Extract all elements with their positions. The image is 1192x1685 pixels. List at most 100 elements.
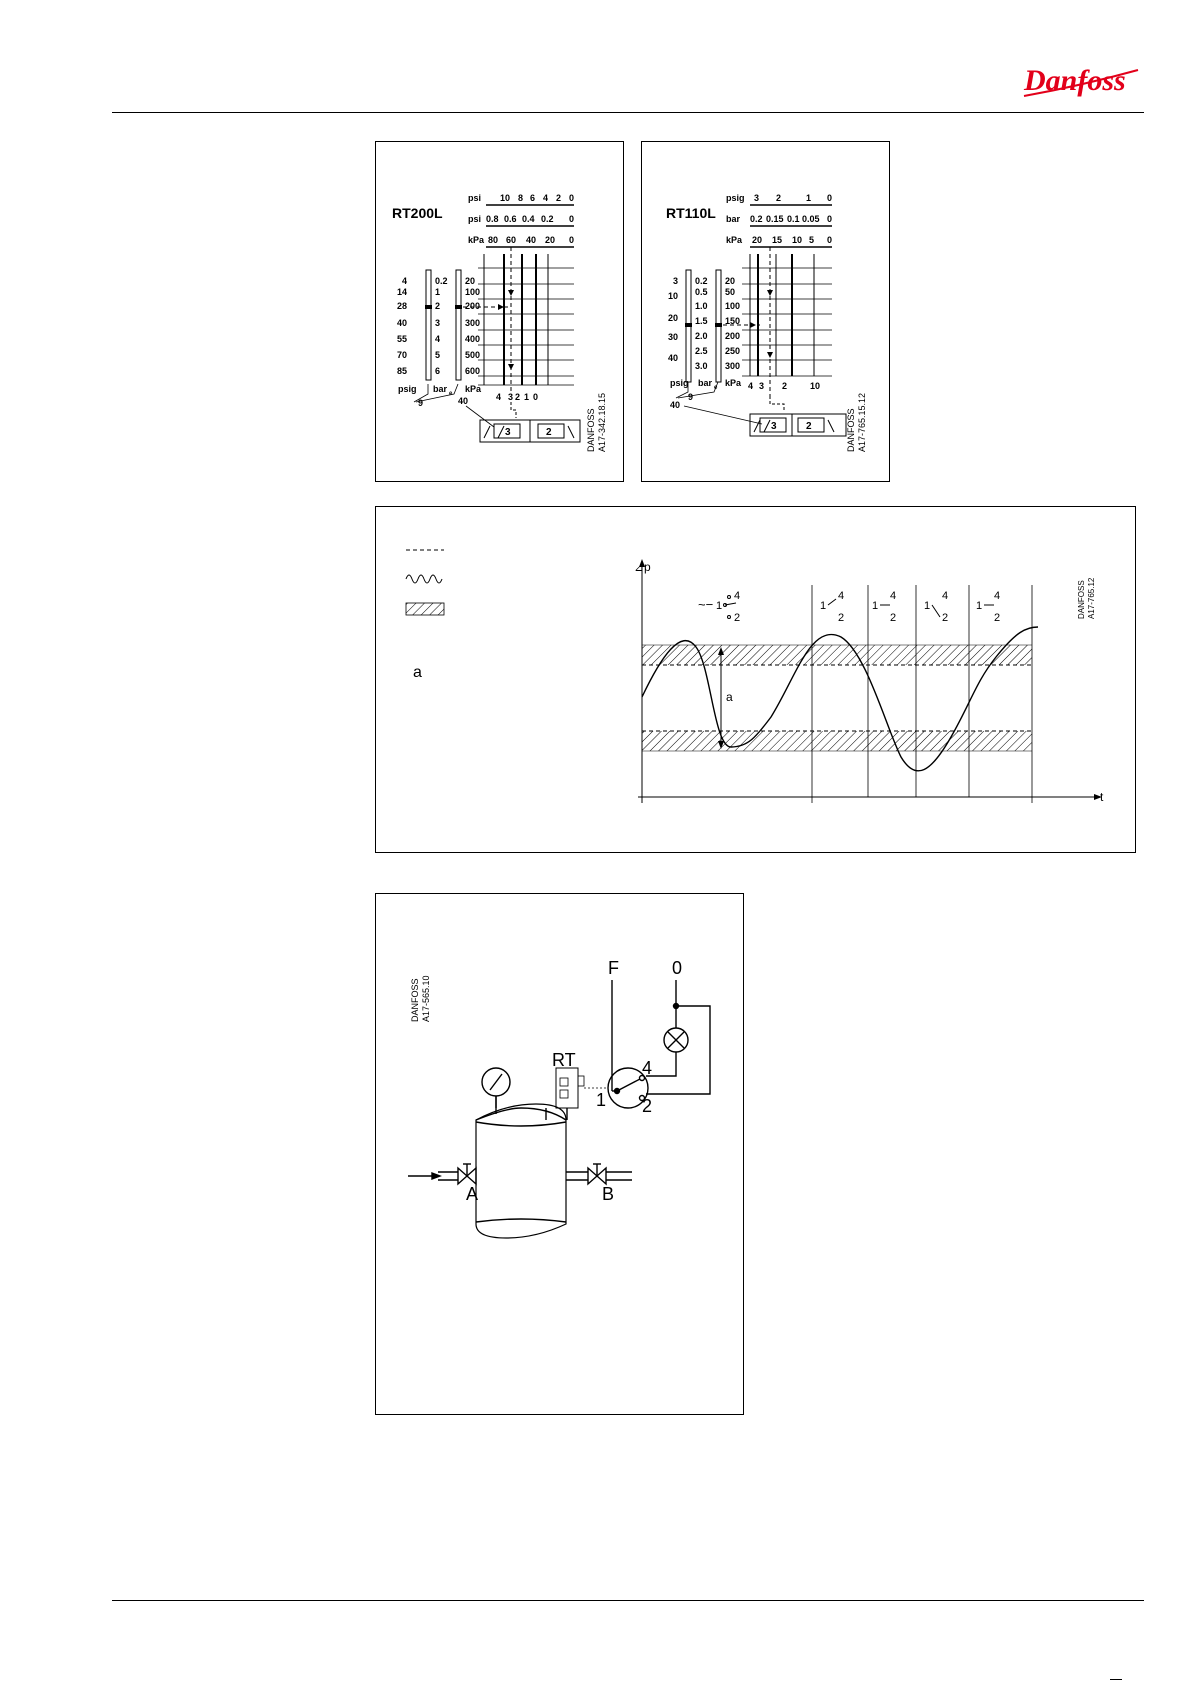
label-0: 0 xyxy=(672,958,682,978)
psi2-tick: 0.6 xyxy=(504,214,517,224)
psig-value: 40 xyxy=(668,353,678,363)
figure-rt200l: RT200L psi 10 8 6 4 2 0 psi 0.8 0.6 0.4 … xyxy=(375,141,624,482)
kpa-value: 150 xyxy=(725,316,740,326)
bar-value: 0.2 xyxy=(435,276,448,286)
bar-label: bar xyxy=(726,214,741,224)
bottom-number: 10 xyxy=(810,381,820,391)
psig-value: 40 xyxy=(397,318,407,328)
psig-value: 30 xyxy=(668,332,678,342)
figure-differential: a ⊿p t a ~− 1 4 2 1 4 2 1 4 2 xyxy=(375,506,1136,853)
differential-diagram: a ⊿p t a ~− 1 4 2 1 4 2 1 4 2 xyxy=(405,549,1104,804)
figure-rt110l: RT110L psig 3 2 1 0 bar 0.2 0.15 0.1 0.0… xyxy=(641,141,890,482)
legend-hatched-band xyxy=(405,602,445,616)
label-f: F xyxy=(608,958,619,978)
psig-value: 70 xyxy=(397,350,407,360)
switch-2: 2 xyxy=(838,612,844,624)
header-rule xyxy=(112,112,1144,113)
pressure-curve xyxy=(641,626,1039,772)
footer-mark xyxy=(1110,1679,1122,1680)
switch-2: 2 xyxy=(942,612,948,624)
bar-value: 5 xyxy=(435,350,440,360)
kpa-value: 600 xyxy=(465,366,480,376)
bar-tick: 0.2 xyxy=(750,214,763,224)
psi1-tick: 4 xyxy=(543,193,548,203)
kpa-tick: 20 xyxy=(545,235,555,245)
valve-a-icon xyxy=(457,1166,477,1186)
bottom-number: 2 xyxy=(515,392,520,402)
psi2-tick: 0 xyxy=(569,214,574,224)
tank-icon xyxy=(475,1103,567,1239)
bar-value: 0.2 xyxy=(695,276,708,286)
label-9: 9 xyxy=(688,392,693,402)
kpa-tick: 80 xyxy=(488,235,498,245)
psi1-tick: 10 xyxy=(500,193,510,203)
label-40: 40 xyxy=(458,396,468,406)
psig-value: 28 xyxy=(397,301,407,311)
x-axis-label: t xyxy=(1100,790,1104,804)
bottom-number: 4 xyxy=(496,392,501,402)
kpa-tick: 5 xyxy=(809,235,814,245)
install-code: DANFOSS xyxy=(410,978,420,1022)
valve-a: A xyxy=(466,1184,478,1204)
psig-tick: 0 xyxy=(827,193,832,203)
logo-text: Danfoss xyxy=(1023,64,1126,97)
bar-value: 3.0 xyxy=(695,361,708,371)
diff-code: DANFOSS xyxy=(1077,580,1086,619)
bar-tick: 0 xyxy=(827,214,832,224)
kpa-value: 200 xyxy=(465,301,480,311)
bottom-number: 2 xyxy=(782,381,787,391)
psi2-tick: 0.2 xyxy=(541,214,554,224)
valve-b-icon xyxy=(587,1166,607,1186)
legend-wave-line xyxy=(405,574,443,584)
box-2: 2 xyxy=(806,421,812,432)
kpa-value: 300 xyxy=(465,318,480,328)
switch-4: 4 xyxy=(994,590,1000,602)
bar-value: 1 xyxy=(435,287,440,297)
switch-symbols: ~− 1 4 2 1 4 2 1 4 2 1 4 2 1 4 2 xyxy=(698,590,1000,624)
psig-value: 3 xyxy=(673,276,678,286)
psi1-tick: 6 xyxy=(530,193,535,203)
kpa-value: 400 xyxy=(465,334,480,344)
switch-1: 1 xyxy=(976,600,982,612)
bottom-number: 1 xyxy=(524,392,529,402)
wave-symbol: ~− xyxy=(698,597,713,612)
switch-2: 2 xyxy=(890,612,896,624)
kpa-tick: 10 xyxy=(792,235,802,245)
psi2-tick: 0.4 xyxy=(522,214,535,224)
switch-1: 1 xyxy=(716,600,722,612)
box-3: 3 xyxy=(505,427,511,438)
bar-value: 1.5 xyxy=(695,316,708,326)
kpa-value: 250 xyxy=(725,346,740,356)
rt200l-scale-diagram: RT200L psi 10 8 6 4 2 0 psi 0.8 0.6 0.4 … xyxy=(392,193,607,452)
footer-rule xyxy=(112,1600,1144,1601)
danfoss-logo: Danfoss xyxy=(1023,64,1139,97)
kpa-value: 50 xyxy=(725,287,735,297)
rt110l-scale-diagram: RT110L psig 3 2 1 0 bar 0.2 0.15 0.1 0.0… xyxy=(666,193,867,452)
switch-2: 2 xyxy=(734,612,740,624)
switch-2: 2 xyxy=(994,612,1000,624)
kpa-value: 100 xyxy=(725,301,740,311)
terminal-4: 4 xyxy=(642,1058,652,1078)
kpa-value: 300 xyxy=(725,361,740,371)
bar-value: 2 xyxy=(435,301,440,311)
kpa-tick: 20 xyxy=(752,235,762,245)
switch-4: 4 xyxy=(942,590,948,602)
rt110l-title: RT110L xyxy=(666,205,716,221)
switch-1: 1 xyxy=(924,600,930,612)
kpa-value: 200 xyxy=(725,331,740,341)
kpa-value: 20 xyxy=(465,276,475,286)
psi2-label: psi xyxy=(468,214,481,224)
rt200l-code-number: A17-342.18.15 xyxy=(597,393,607,452)
psig-value: 10 xyxy=(668,291,678,301)
rt200l-code: DANFOSS xyxy=(586,408,596,452)
installation-diagram: DANFOSS A17-565.10 F 0 RT 4 1 2 A B xyxy=(408,958,711,1239)
label-9: 9 xyxy=(418,398,423,408)
kpa-tick: 0 xyxy=(569,235,574,245)
switch-circle xyxy=(607,1067,649,1109)
switch-4: 4 xyxy=(890,590,896,602)
switch-4: 4 xyxy=(838,590,844,602)
bar-value: 2.0 xyxy=(695,331,708,341)
rt110l-code: DANFOSS xyxy=(846,408,856,452)
differential-a: a xyxy=(726,690,733,704)
bottom-number: 3 xyxy=(508,392,513,402)
